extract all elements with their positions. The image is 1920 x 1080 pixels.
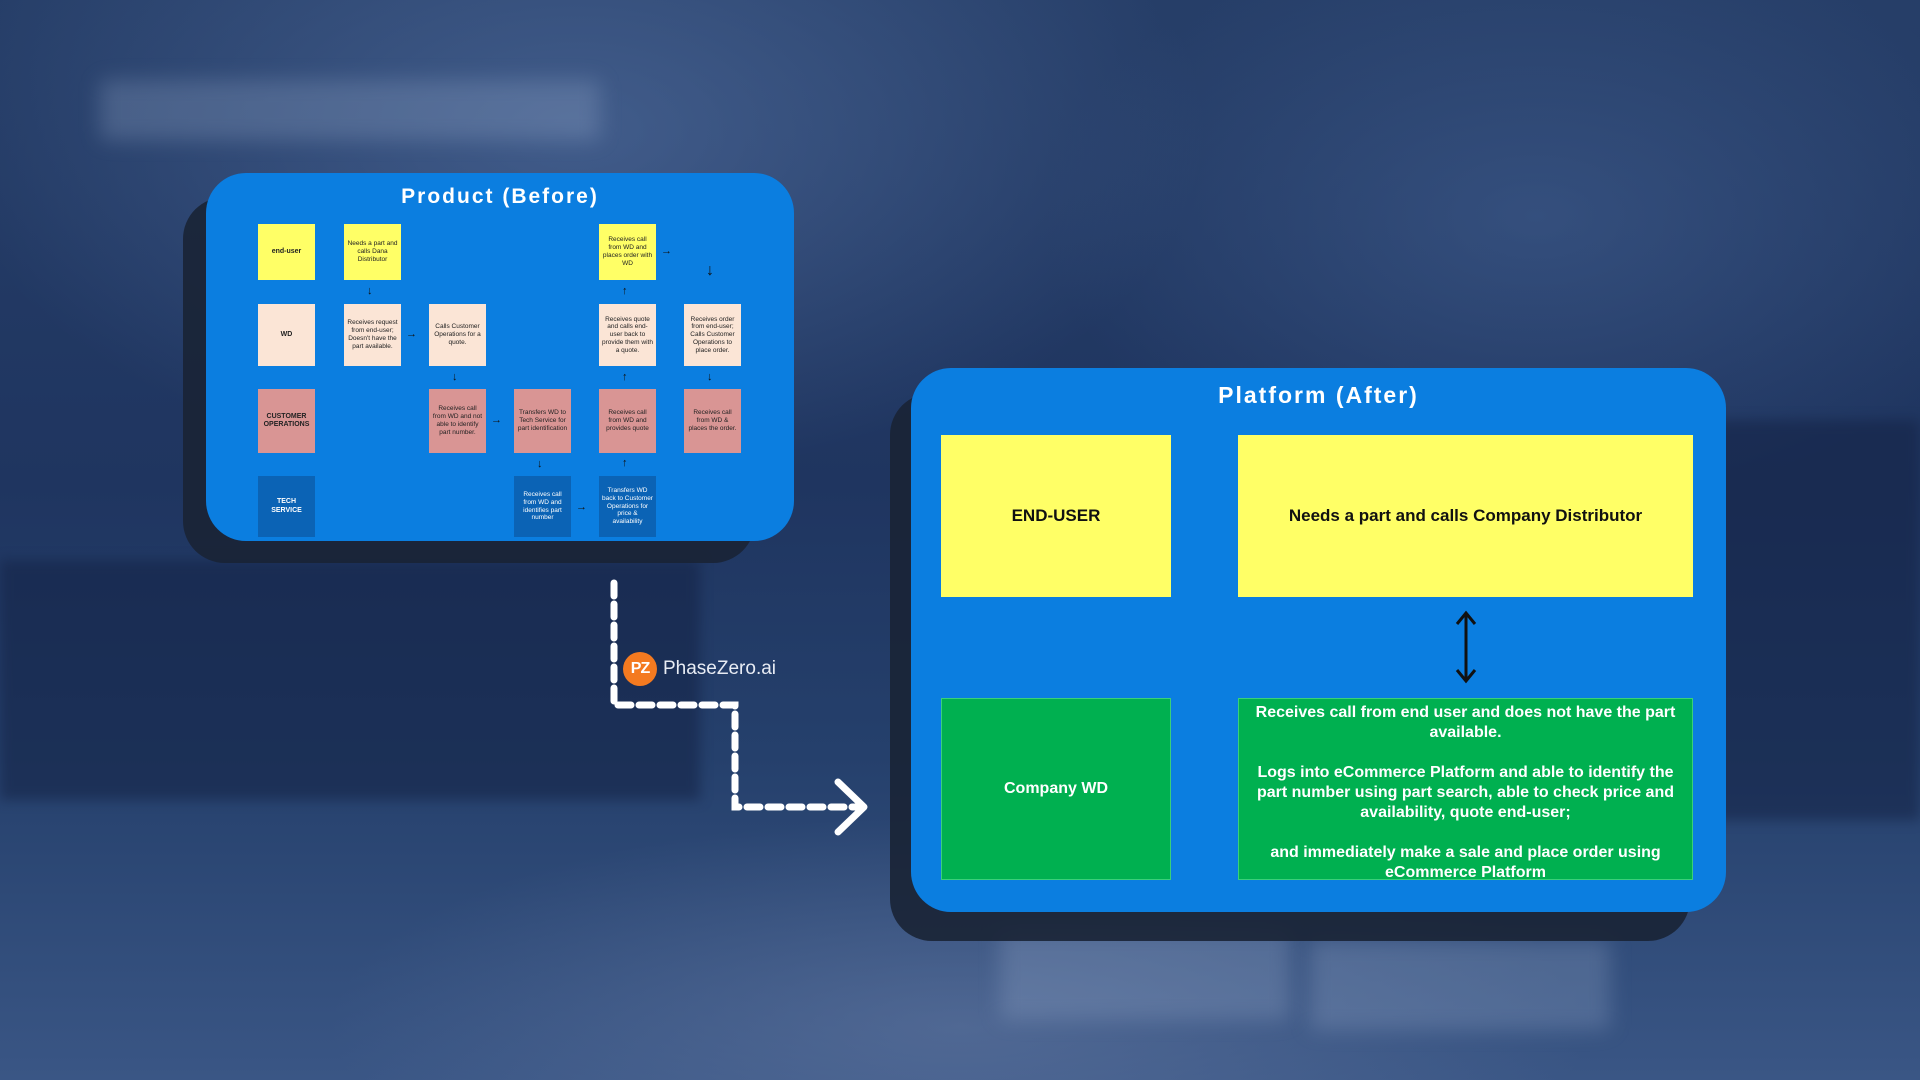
step-ops-quote: Receives call from WD and provides quote bbox=[599, 389, 656, 453]
step-needs-part: Needs a part and calls Dana Distributor bbox=[344, 224, 401, 280]
needs-part-box: Needs a part and calls Company Distribut… bbox=[1238, 435, 1693, 597]
arrow-right-icon: → bbox=[406, 328, 417, 340]
description-receives-call: Receives call from end user and does not… bbox=[1255, 704, 1676, 741]
logo-mark-icon: PZ bbox=[623, 652, 657, 686]
phasezero-logo: PZ PhaseZero.ai bbox=[623, 652, 776, 686]
description-logs-into-platform: Logs into eCommerce Platform and able to… bbox=[1256, 764, 1674, 821]
background-light bbox=[100, 80, 600, 140]
step-receives-request: Receives request from end-user; Doesn't … bbox=[344, 304, 401, 366]
arrow-right-icon: → bbox=[661, 245, 672, 257]
before-title: Product (Before) bbox=[401, 185, 599, 208]
arrow-down-icon: ↓ bbox=[707, 371, 713, 383]
step-wd-order: Receives order from end-user; Calls Cust… bbox=[684, 304, 741, 366]
arrow-up-icon: ↑ bbox=[622, 285, 628, 297]
row-label-end-user: end-user bbox=[258, 224, 315, 280]
arrow-right-icon: → bbox=[491, 414, 502, 426]
arrow-up-icon: ↑ bbox=[622, 457, 628, 469]
description-place-order: and immediately make a sale and place or… bbox=[1270, 844, 1661, 881]
background-shelf bbox=[0, 560, 700, 800]
arrow-down-icon: ↓ bbox=[452, 371, 458, 383]
background-light bbox=[1000, 930, 1290, 1020]
step-ops-places-order: Receives call from WD & places the order… bbox=[684, 389, 741, 453]
row-label-tech-service: TECH SERVICE bbox=[258, 476, 315, 537]
company-wd-description: Receives call from end user and does not… bbox=[1238, 698, 1693, 881]
row-label-customer-operations: CUSTOMER OPERATIONS bbox=[258, 389, 315, 453]
row-label-wd: WD bbox=[258, 304, 315, 366]
arrow-down-icon: ↓ bbox=[367, 285, 373, 297]
arrow-right-icon: → bbox=[576, 501, 587, 513]
after-card: Platform (After) END-USER Needs a part a… bbox=[911, 368, 1726, 912]
double-arrow-icon bbox=[1455, 610, 1477, 684]
after-title: Platform (After) bbox=[1218, 382, 1419, 408]
step-calls-customer-ops: Calls Customer Operations for a quote. bbox=[429, 304, 486, 366]
company-wd-box: Company WD bbox=[941, 698, 1171, 880]
arrow-down-long-icon: ↓ bbox=[706, 262, 714, 279]
step-transfers-to-tech: Transfers WD to Tech Service for part id… bbox=[514, 389, 571, 453]
arrow-up-icon: ↑ bbox=[622, 371, 628, 383]
step-ops-not-able: Receives call from WD and not able to id… bbox=[429, 389, 486, 453]
step-tech-identifies: Receives call from WD and identifies par… bbox=[514, 476, 571, 537]
background-light bbox=[1310, 940, 1610, 1030]
logo-text: PhaseZero.ai bbox=[663, 658, 777, 679]
step-tech-transfers-back: Transfers WD back to Customer Operations… bbox=[599, 476, 656, 537]
before-card: Product (Before) end-user WD CUSTOMER OP… bbox=[206, 173, 794, 541]
arrow-down-icon: ↓ bbox=[537, 458, 543, 470]
step-wd-quote-back: Receives quote and calls end-user back t… bbox=[599, 304, 656, 366]
end-user-box: END-USER bbox=[941, 435, 1171, 597]
step-end-user-order: Receives call from WD and places order w… bbox=[599, 224, 656, 280]
